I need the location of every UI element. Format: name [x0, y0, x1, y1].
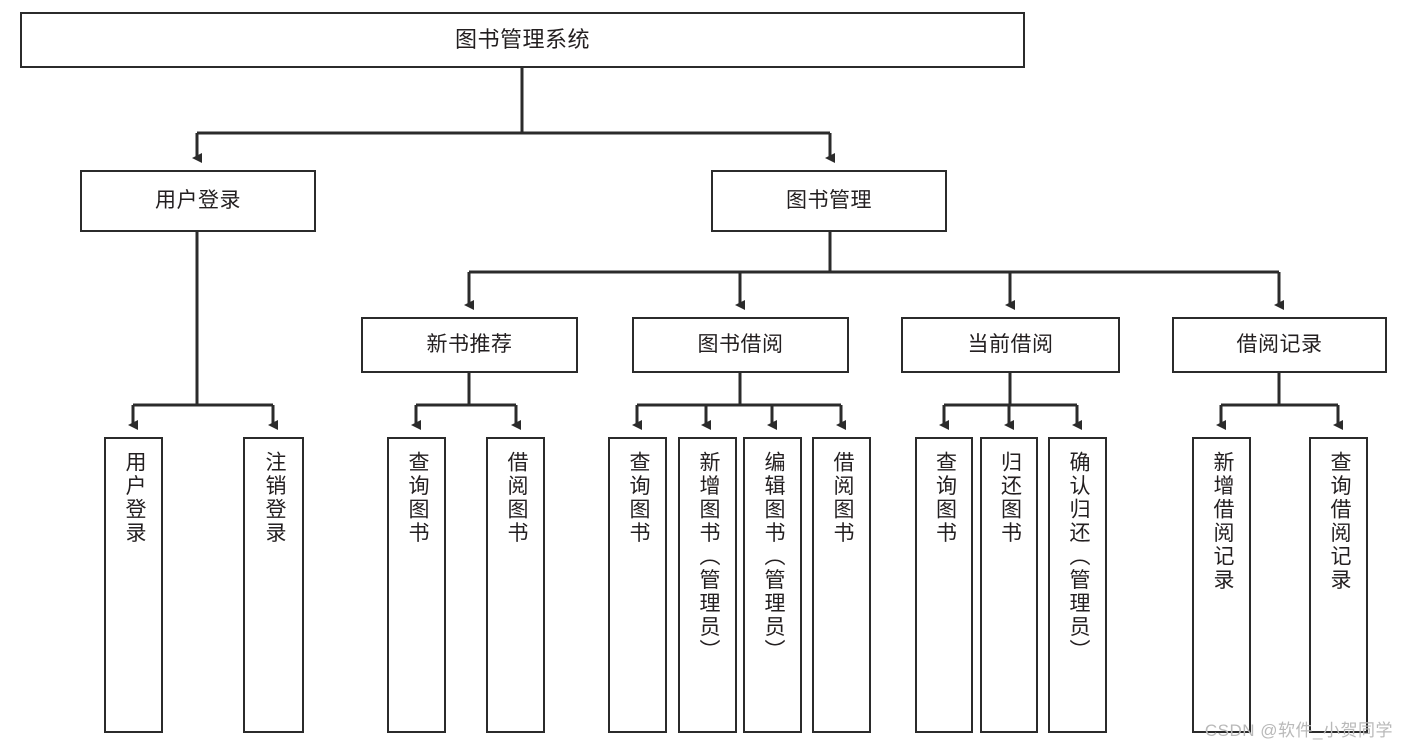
node-label: 确认归还（管理员）	[1066, 451, 1090, 663]
node-root-book-management-system[interactable]: 图书管理系统	[20, 12, 1025, 68]
node-label: 注销登录	[262, 451, 286, 545]
leaf-add-book-admin[interactable]: 新增图书（管理员）	[678, 437, 737, 733]
node-current-borrow[interactable]: 当前借阅	[901, 317, 1120, 373]
watermark-text: CSDN @软件_小贺同学	[1204, 721, 1393, 740]
node-label: 借阅记录	[1236, 333, 1323, 357]
leaf-query-borrow-record[interactable]: 查询借阅记录	[1309, 437, 1368, 733]
leaf-user-login[interactable]: 用户登录	[104, 437, 163, 733]
node-label: 新书推荐	[426, 333, 513, 357]
leaf-return-book[interactable]: 归还图书	[980, 437, 1038, 733]
leaf-borrow-book[interactable]: 借阅图书	[812, 437, 871, 733]
leaf-borrow-book-newbook[interactable]: 借阅图书	[486, 437, 545, 733]
node-label: 当前借阅	[967, 333, 1054, 357]
node-label: 图书借阅	[697, 333, 784, 357]
node-label: 借阅图书	[830, 451, 854, 545]
node-book-management[interactable]: 图书管理	[711, 170, 947, 232]
leaf-query-book-newbook[interactable]: 查询图书	[387, 437, 446, 733]
leaf-logout-login[interactable]: 注销登录	[243, 437, 304, 733]
leaf-edit-book-admin[interactable]: 编辑图书（管理员）	[743, 437, 802, 733]
node-label: 图书管理系统	[454, 26, 590, 52]
node-label: 借阅图书	[504, 451, 528, 545]
node-label: 新增借阅记录	[1210, 451, 1234, 592]
node-new-book-recommend[interactable]: 新书推荐	[361, 317, 578, 373]
node-book-borrow[interactable]: 图书借阅	[632, 317, 849, 373]
node-label: 查询图书	[405, 451, 429, 545]
node-label: 查询借阅记录	[1327, 451, 1351, 592]
node-label: 查询图书	[933, 451, 957, 545]
node-user-login[interactable]: 用户登录	[80, 170, 316, 232]
node-label: 归还图书	[998, 451, 1022, 545]
node-label: 图书管理	[786, 189, 872, 213]
leaf-query-book-borrow[interactable]: 查询图书	[608, 437, 667, 733]
node-label: 编辑图书（管理员）	[761, 451, 785, 663]
node-label: 查询图书	[626, 451, 650, 545]
node-borrow-record[interactable]: 借阅记录	[1172, 317, 1387, 373]
leaf-add-borrow-record[interactable]: 新增借阅记录	[1192, 437, 1251, 733]
leaf-confirm-return-admin[interactable]: 确认归还（管理员）	[1048, 437, 1107, 733]
node-label: 新增图书（管理员）	[696, 451, 720, 663]
node-label: 用户登录	[122, 451, 146, 545]
leaf-query-book-current[interactable]: 查询图书	[915, 437, 973, 733]
node-label: 用户登录	[155, 189, 241, 213]
